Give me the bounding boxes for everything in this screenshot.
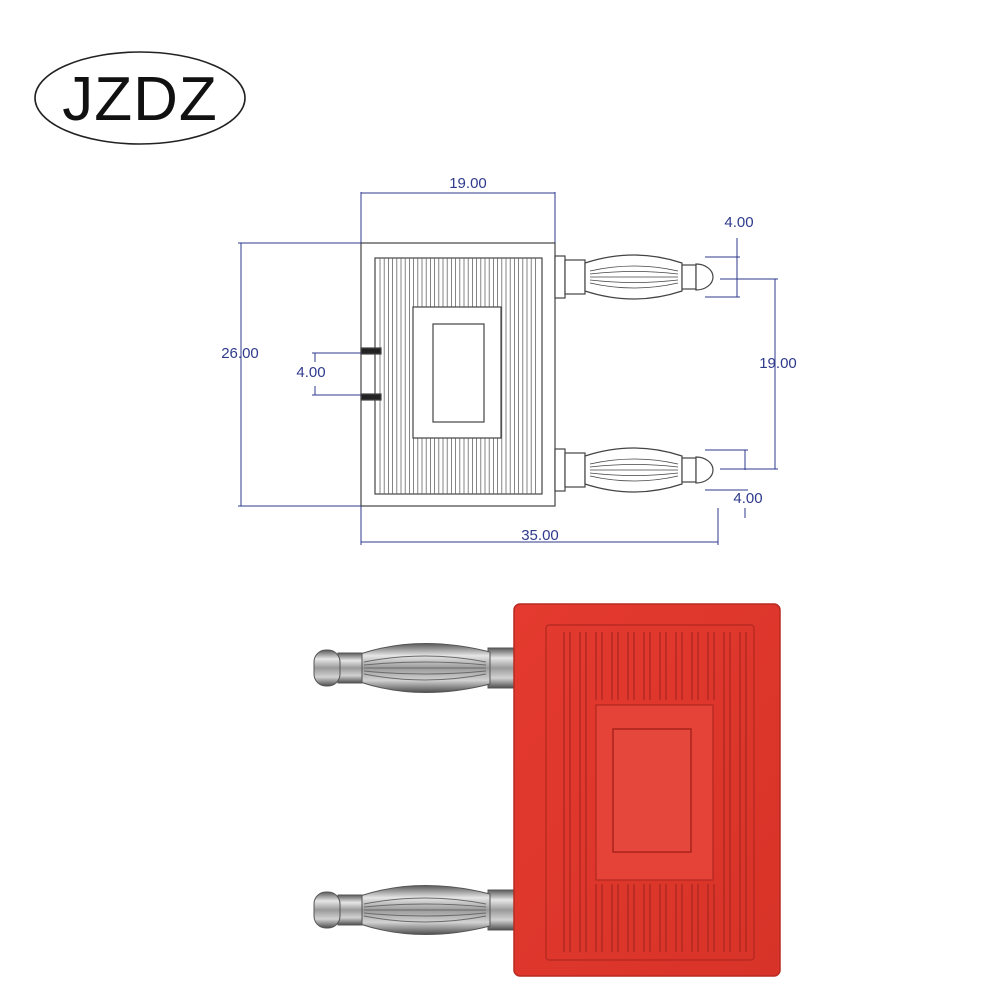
- dim-left-gap: 4.00: [296, 364, 325, 381]
- technical-drawing: 19.00 26.00 4.00 4.00 19.00 4.00 35.00: [221, 175, 797, 545]
- inner-panel: [412, 306, 502, 439]
- dim-top-width: 19.00: [449, 175, 487, 192]
- dim-pin-spacing: 19.00: [759, 355, 797, 372]
- brand-logo: JZDZ: [34, 51, 246, 145]
- drawing-pin-1: [554, 254, 714, 300]
- product-pins: [313, 643, 517, 935]
- dim-total-length: 35.00: [521, 527, 559, 544]
- label-window: [432, 323, 485, 423]
- dimension-lines: [238, 192, 778, 545]
- product-pin-1: [313, 643, 517, 693]
- product-photo: [313, 603, 781, 977]
- notch-bottom: [360, 393, 382, 401]
- logo-text: JZDZ: [62, 65, 218, 134]
- dim-pin-top: 4.00: [724, 214, 753, 231]
- drawing-pin-2: [554, 447, 714, 493]
- logo-ellipse: [34, 51, 246, 145]
- product-pin-2: [313, 885, 517, 935]
- body-ribs: [379, 258, 536, 494]
- dim-height: 26.00: [221, 345, 259, 362]
- pins-outline: [554, 254, 714, 493]
- plug-outline: [360, 242, 556, 507]
- body-outline: [360, 242, 556, 507]
- product-body: [513, 603, 781, 977]
- dim-pin-bottom: 4.00: [733, 490, 762, 507]
- product-ribs: [563, 632, 747, 952]
- ribbed-frame: [374, 257, 543, 495]
- notch-top: [360, 347, 382, 355]
- product-label-window: [612, 728, 692, 853]
